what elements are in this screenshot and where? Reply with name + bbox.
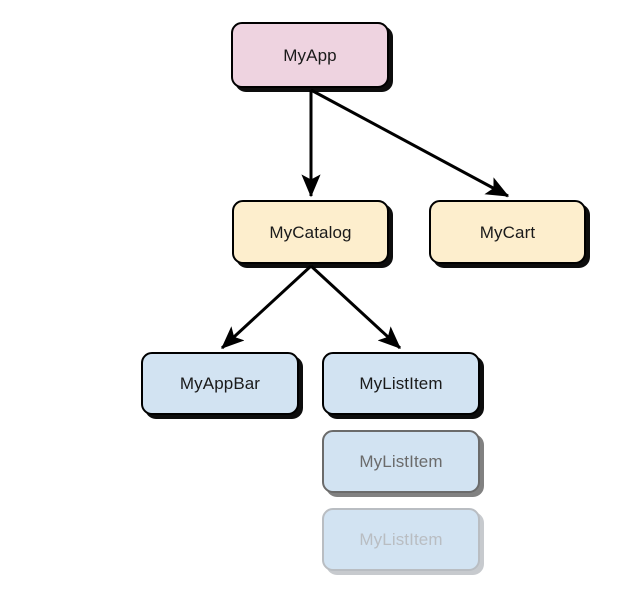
node-mylistitem-2[interactable]: MyListItem: [322, 430, 480, 493]
node-mycart[interactable]: MyCart: [429, 200, 586, 264]
node-mycatalog[interactable]: MyCatalog: [232, 200, 389, 264]
node-mylistitem-3[interactable]: MyListItem: [322, 508, 480, 571]
node-label: MyCatalog: [269, 222, 352, 242]
node-label: MyApp: [283, 45, 337, 65]
node-label: MyListItem: [359, 374, 443, 393]
node-label: MyCart: [479, 222, 536, 242]
edge-mycatalog-myappbar: [220, 264, 313, 350]
node-label: MyAppBar: [179, 374, 261, 393]
node-label: MyListItem: [359, 452, 443, 471]
node-myappbar[interactable]: MyAppBar: [141, 352, 299, 415]
edge-mycatalog-mylistitem: [309, 264, 402, 350]
node-mylistitem-1[interactable]: MyListItem: [322, 352, 480, 415]
edge-myapp-mycart: [310, 88, 510, 198]
node-myapp[interactable]: MyApp: [231, 22, 389, 88]
node-label: MyListItem: [359, 530, 443, 549]
